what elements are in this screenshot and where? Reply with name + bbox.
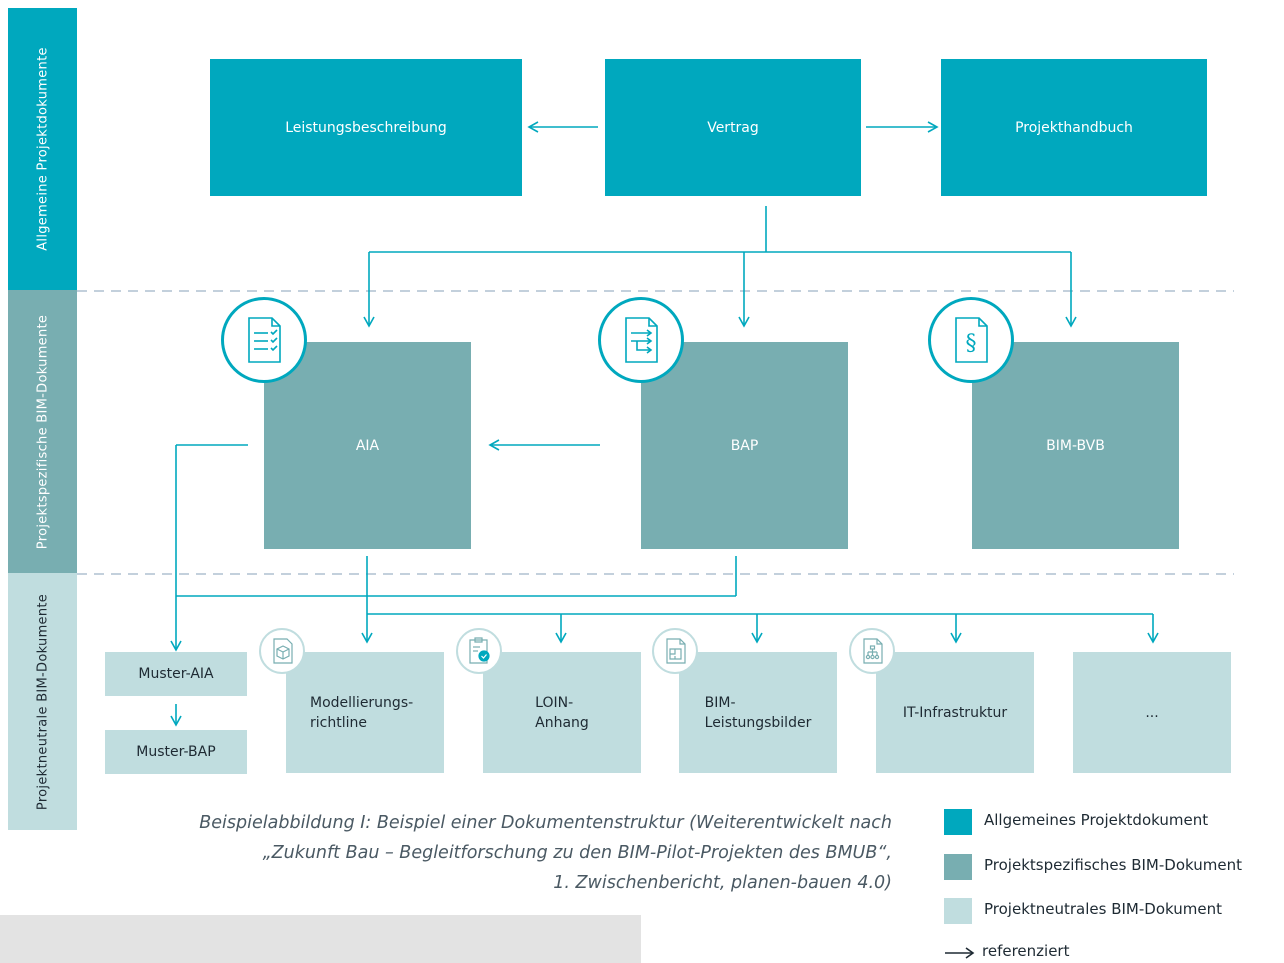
- approved-clipboard-icon: [456, 628, 502, 674]
- it-infrastruktur-label: IT-Infrastruktur: [902, 704, 1008, 721]
- band-neutral: Projektneutrale BIM-Dokumente: [8, 573, 77, 830]
- band-general: Allgemeine Projektdokumente: [8, 8, 77, 290]
- projekthandbuch-box: Projekthandbuch: [941, 59, 1207, 196]
- legend-label-referenced: referenziert: [982, 942, 1070, 960]
- legend-label-specific: Projektspezifisches BIM-Dokument: [984, 856, 1242, 874]
- bap-box: BAP: [641, 342, 848, 549]
- figure-caption: Beispielabbildung I: Beispiel einer Doku…: [120, 808, 892, 898]
- bim-leistungsbilder-box: BIM- Leistungsbilder: [679, 652, 837, 773]
- more-label: ...: [1145, 704, 1159, 721]
- muster-aia-label: Muster-AIA: [138, 666, 214, 682]
- legend-label-general: Allgemeines Projektdokument: [984, 811, 1209, 829]
- checklist-document-icon: [221, 297, 307, 383]
- it-infrastruktur-box: IT-Infrastruktur: [876, 652, 1034, 773]
- bap-label: BAP: [730, 437, 759, 454]
- muster-aia-box: Muster-AIA: [105, 652, 247, 696]
- caption-line-2: „Zukunft Bau – Begleitforschung zu den B…: [262, 843, 892, 863]
- projekthandbuch-label: Projekthandbuch: [1015, 119, 1133, 136]
- vertrag-label: Vertrag: [707, 119, 759, 136]
- muster-bap-label: Muster-BAP: [136, 744, 216, 760]
- legend-label-neutral: Projektneutrales BIM-Dokument: [984, 900, 1222, 918]
- modellierungsrichtlinie-label-2: richtline: [310, 714, 367, 731]
- 3d-model-document-icon: [259, 628, 305, 674]
- loin-anhang-label-2: Anhang: [535, 714, 589, 731]
- legend-swatch-general: [944, 809, 972, 835]
- aia-box: AIA: [264, 342, 471, 549]
- legend-arrow-icon: [945, 947, 975, 959]
- caption-line-3: 1. Zwischenbericht, planen-bauen 4.0): [553, 873, 892, 893]
- loin-anhang-box: LOIN- Anhang: [483, 652, 641, 773]
- plan-document-icon: [652, 628, 698, 674]
- process-document-icon: [598, 297, 684, 383]
- legend-swatch-specific: [944, 854, 972, 880]
- muster-bap-box: Muster-BAP: [105, 730, 247, 774]
- caption-line-1: Beispielabbildung I: Beispiel einer Doku…: [199, 813, 892, 833]
- bottom-grey-panel: [0, 915, 641, 963]
- more-box: ...: [1073, 652, 1231, 773]
- leistungsbeschreibung-box: Leistungsbeschreibung: [210, 59, 522, 196]
- modellierungsrichtlinie-box: Modellierungs- richtline: [286, 652, 444, 773]
- loin-anhang-label-1: LOIN-: [535, 694, 574, 711]
- svg-text:§: §: [966, 331, 977, 356]
- bim-bvb-box: BIM-BVB: [972, 342, 1179, 549]
- band-specific: Projektspezifische BIM-Dokumente: [8, 290, 77, 573]
- vertrag-box: Vertrag: [605, 59, 861, 196]
- paragraph-document-icon: §: [928, 297, 1014, 383]
- bim-leistungsbilder-label-2: Leistungsbilder: [704, 714, 812, 731]
- bim-bvb-label: BIM-BVB: [1046, 437, 1105, 454]
- network-document-icon: [849, 628, 895, 674]
- legend-swatch-neutral: [944, 898, 972, 924]
- bim-leistungsbilder-label-1: BIM-: [704, 694, 736, 711]
- aia-label: AIA: [355, 437, 380, 454]
- modellierungsrichtlinie-label-1: Modellierungs-: [310, 694, 414, 711]
- leistungsbeschreibung-label: Leistungsbeschreibung: [285, 119, 447, 136]
